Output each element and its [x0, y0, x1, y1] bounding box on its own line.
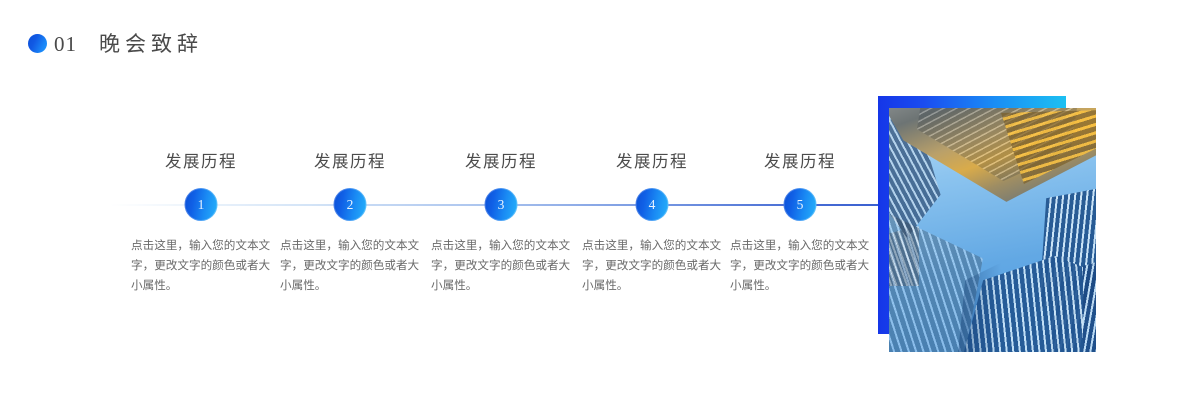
timeline: 发展历程 1 点击这里，输入您的文本文字，更改文字的颜色或者大小属性。 发展历程…: [0, 140, 885, 320]
timeline-heading: 发展历程: [764, 152, 836, 171]
timeline-node-3[interactable]: 3: [484, 188, 518, 221]
timeline-heading: 发展历程: [314, 152, 386, 171]
timeline-body-text: 点击这里，输入您的文本文字，更改文字的颜色或者大小属性。: [431, 239, 571, 292]
page-title: 晚会致辞: [99, 31, 203, 56]
dot-icon: [28, 33, 47, 53]
timeline-heading: 发展历程: [465, 152, 537, 171]
timeline-heading: 发展历程: [616, 152, 688, 171]
building-far-left: [889, 226, 919, 286]
slide-header: 01 晚会致辞: [28, 26, 203, 60]
timeline-node-5[interactable]: 5: [783, 188, 817, 221]
timeline-node-4[interactable]: 4: [635, 188, 669, 221]
timeline-body-text: 点击这里，输入您的文本文字，更改文字的颜色或者大小属性。: [131, 239, 271, 292]
timeline-body-text: 点击这里，输入您的文本文字，更改文字的颜色或者大小属性。: [280, 239, 420, 292]
timeline-node-1[interactable]: 1: [184, 188, 218, 221]
timeline-body-text: 点击这里，输入您的文本文字，更改文字的颜色或者大小属性。: [582, 239, 722, 292]
timeline-node-2[interactable]: 2: [333, 188, 367, 221]
timeline-body-text: 点击这里，输入您的文本文字，更改文字的颜色或者大小属性。: [730, 239, 870, 292]
timeline-heading: 发展历程: [165, 152, 237, 171]
skyscrapers-low-angle-photo: [889, 108, 1096, 352]
section-number: 01: [54, 31, 77, 56]
